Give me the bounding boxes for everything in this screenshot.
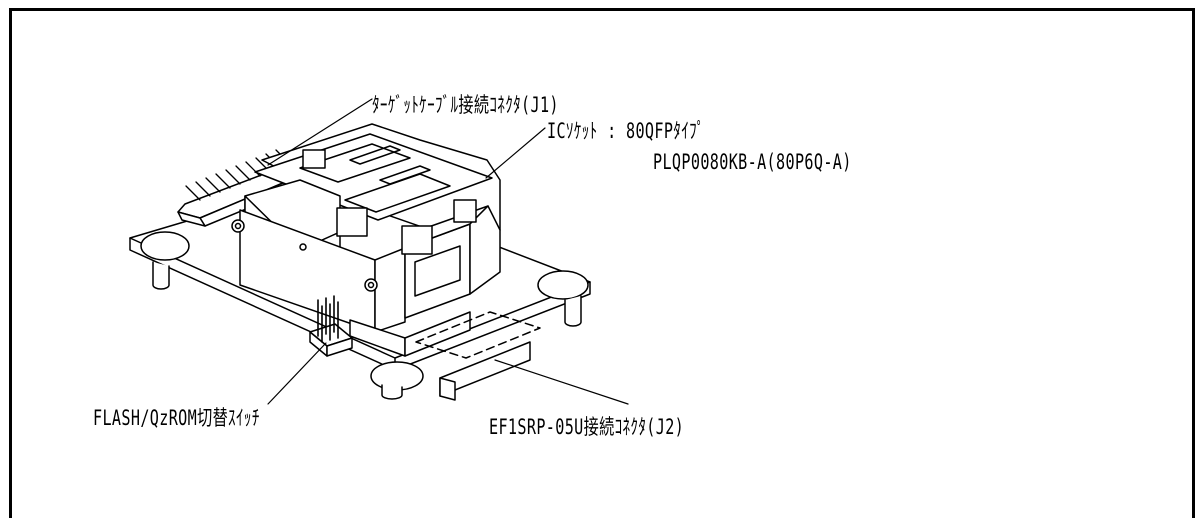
socket-lower-body: [349, 311, 471, 357]
flash-switch-label: FLASH/QzROM切替ｽｲｯﾁ: [93, 406, 260, 430]
ic-socket: [231, 123, 501, 333]
ef1srp-connector-label: EF1SRP-05U接続ｺﾈｸﾀ(J2): [489, 415, 685, 439]
standoff-front-left: [140, 231, 190, 290]
leader-lines: [267, 98, 629, 405]
figure-frame: [9, 8, 1195, 518]
standoff-front: [370, 361, 424, 400]
standoff-right: [537, 270, 589, 327]
ef1srp-connector-j2: [415, 311, 541, 401]
ic-socket-label-line1: ICｿｹｯﾄ : 80QFPﾀｲﾌﾟ: [547, 119, 705, 143]
ic-socket-label-line2: PLQP0080KB-A(80P6Q-A): [653, 150, 852, 174]
target-cable-connector-label: ﾀｰｹﾞｯﾄｹｰﾌﾞﾙ接続ｺﾈｸﾀ(J1): [372, 93, 559, 117]
flash-qzrom-switch: [309, 295, 353, 357]
